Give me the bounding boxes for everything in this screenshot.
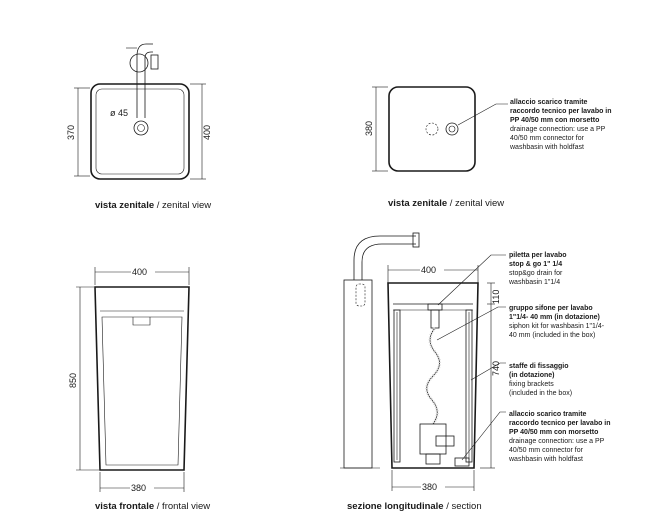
drain-hole <box>445 122 459 136</box>
siphon-trap <box>419 423 447 455</box>
basin-inner <box>95 88 185 175</box>
svg-text:stop&go drain for: stop&go drain for <box>509 270 563 277</box>
svg-text:drainage connection: use a PP: drainage connection: use a PP <box>510 126 606 133</box>
drain-notch <box>132 317 151 326</box>
caption-top-right: vista zenitale / zenital view <box>388 198 504 209</box>
section-outline <box>387 282 479 469</box>
basin-outline <box>388 86 476 172</box>
svg-text:drainage connection: use a PP: drainage connection: use a PP <box>509 438 605 445</box>
dim-400: 400 <box>421 265 436 275</box>
dim-110: 110 <box>491 290 501 304</box>
svg-text:allaccio scarico tramite: allaccio scarico tramite <box>509 411 587 418</box>
mixer-column <box>343 279 373 469</box>
svg-text:PP 40/50 mm con morsetto: PP 40/50 mm con morsetto <box>509 429 598 436</box>
svg-text:raccordo tecnico per lavabo in: raccordo tecnico per lavabo in <box>509 420 611 427</box>
caption-bottom-right: sezione longitudinale / section <box>347 501 482 512</box>
svg-text:gruppo sifone per lavabo: gruppo sifone per lavabo <box>509 305 593 312</box>
pedestal-outline <box>94 286 190 471</box>
svg-text:allaccio scarico tramite: allaccio scarico tramite <box>510 99 588 106</box>
faucet-flange <box>129 53 149 73</box>
note-siphon: gruppo sifone per lavabo 1"1/4- 40 mm (i… <box>509 305 605 339</box>
dim-850: 850 <box>68 373 78 388</box>
note-drainage-connection: allaccio scarico tramite raccordo tecnic… <box>508 411 611 463</box>
svg-text:raccordo tecnico per lavabo in: raccordo tecnico per lavabo in <box>510 108 612 115</box>
dim-380: 380 <box>364 121 374 136</box>
svg-text:(included in the box): (included in the box) <box>509 390 572 397</box>
bottom-left-view: 400 850 380 vista frontale / frontal vie… <box>68 266 210 512</box>
note-drain: piletta per lavabo stop & go 1" 1/4 stop… <box>508 252 567 286</box>
dim-400: 400 <box>132 267 147 277</box>
dim-380: 380 <box>422 482 437 492</box>
faucet-base <box>150 54 159 70</box>
basin-outline <box>90 83 190 180</box>
svg-text:(in dotazione): (in dotazione) <box>509 372 555 379</box>
faucet-spout-outline <box>136 43 153 118</box>
bracket-left <box>393 309 401 463</box>
drain-plug <box>427 303 443 311</box>
note-brackets: staffe di fissaggio (in dotazione) fixin… <box>509 363 572 397</box>
svg-text:piletta per lavabo: piletta per lavabo <box>509 252 567 259</box>
svg-text:stop & go 1" 1/4: stop & go 1" 1/4 <box>509 261 562 268</box>
bottom-right-view: 400 110 740 380 <box>340 232 611 512</box>
dim-370: 370 <box>66 125 76 140</box>
svg-text:1"1/4- 40 mm (in dotazione): 1"1/4- 40 mm (in dotazione) <box>509 314 600 321</box>
drain-hole <box>133 120 149 136</box>
svg-text:fixing brackets: fixing brackets <box>509 381 554 388</box>
dim-400: 400 <box>202 125 212 140</box>
svg-text:staffe di fissaggio: staffe di fissaggio <box>509 363 569 370</box>
svg-text:siphon kit for washbasin 1"1/4: siphon kit for washbasin 1"1/4- <box>509 323 605 330</box>
caption-top-left: vista zenitale / zenital view <box>95 200 211 211</box>
svg-text:40 mm (included in the box): 40 mm (included in the box) <box>509 332 595 339</box>
svg-text:washbasin with holdfast: washbasin with holdfast <box>509 144 584 151</box>
caption-bottom-left: vista frontale / frontal view <box>95 501 210 512</box>
svg-text:40/50 mm connector for: 40/50 mm connector for <box>510 135 585 142</box>
hole-diameter-label: ø 45 <box>110 108 128 118</box>
top-right-view: 380 allaccio scarico tramite raccordo te… <box>364 86 612 209</box>
svg-text:washbasin with holdfast: washbasin with holdfast <box>508 456 583 463</box>
dim-740: 740 <box>491 361 501 376</box>
drain-hidden <box>425 122 439 136</box>
svg-text:PP 40/50 mm con morsetto: PP 40/50 mm con morsetto <box>510 117 599 124</box>
svg-text:40/50 mm connector for: 40/50 mm connector for <box>509 447 584 454</box>
dim-380: 380 <box>131 483 146 493</box>
faucet-spout <box>353 235 416 280</box>
top-left-view: ø 45 370 400 vista zenitale / zenital vi… <box>66 43 212 211</box>
drainage-note: allaccio scarico tramite raccordo tecnic… <box>509 99 612 151</box>
svg-text:washbasin 1"1/4: washbasin 1"1/4 <box>508 279 560 286</box>
